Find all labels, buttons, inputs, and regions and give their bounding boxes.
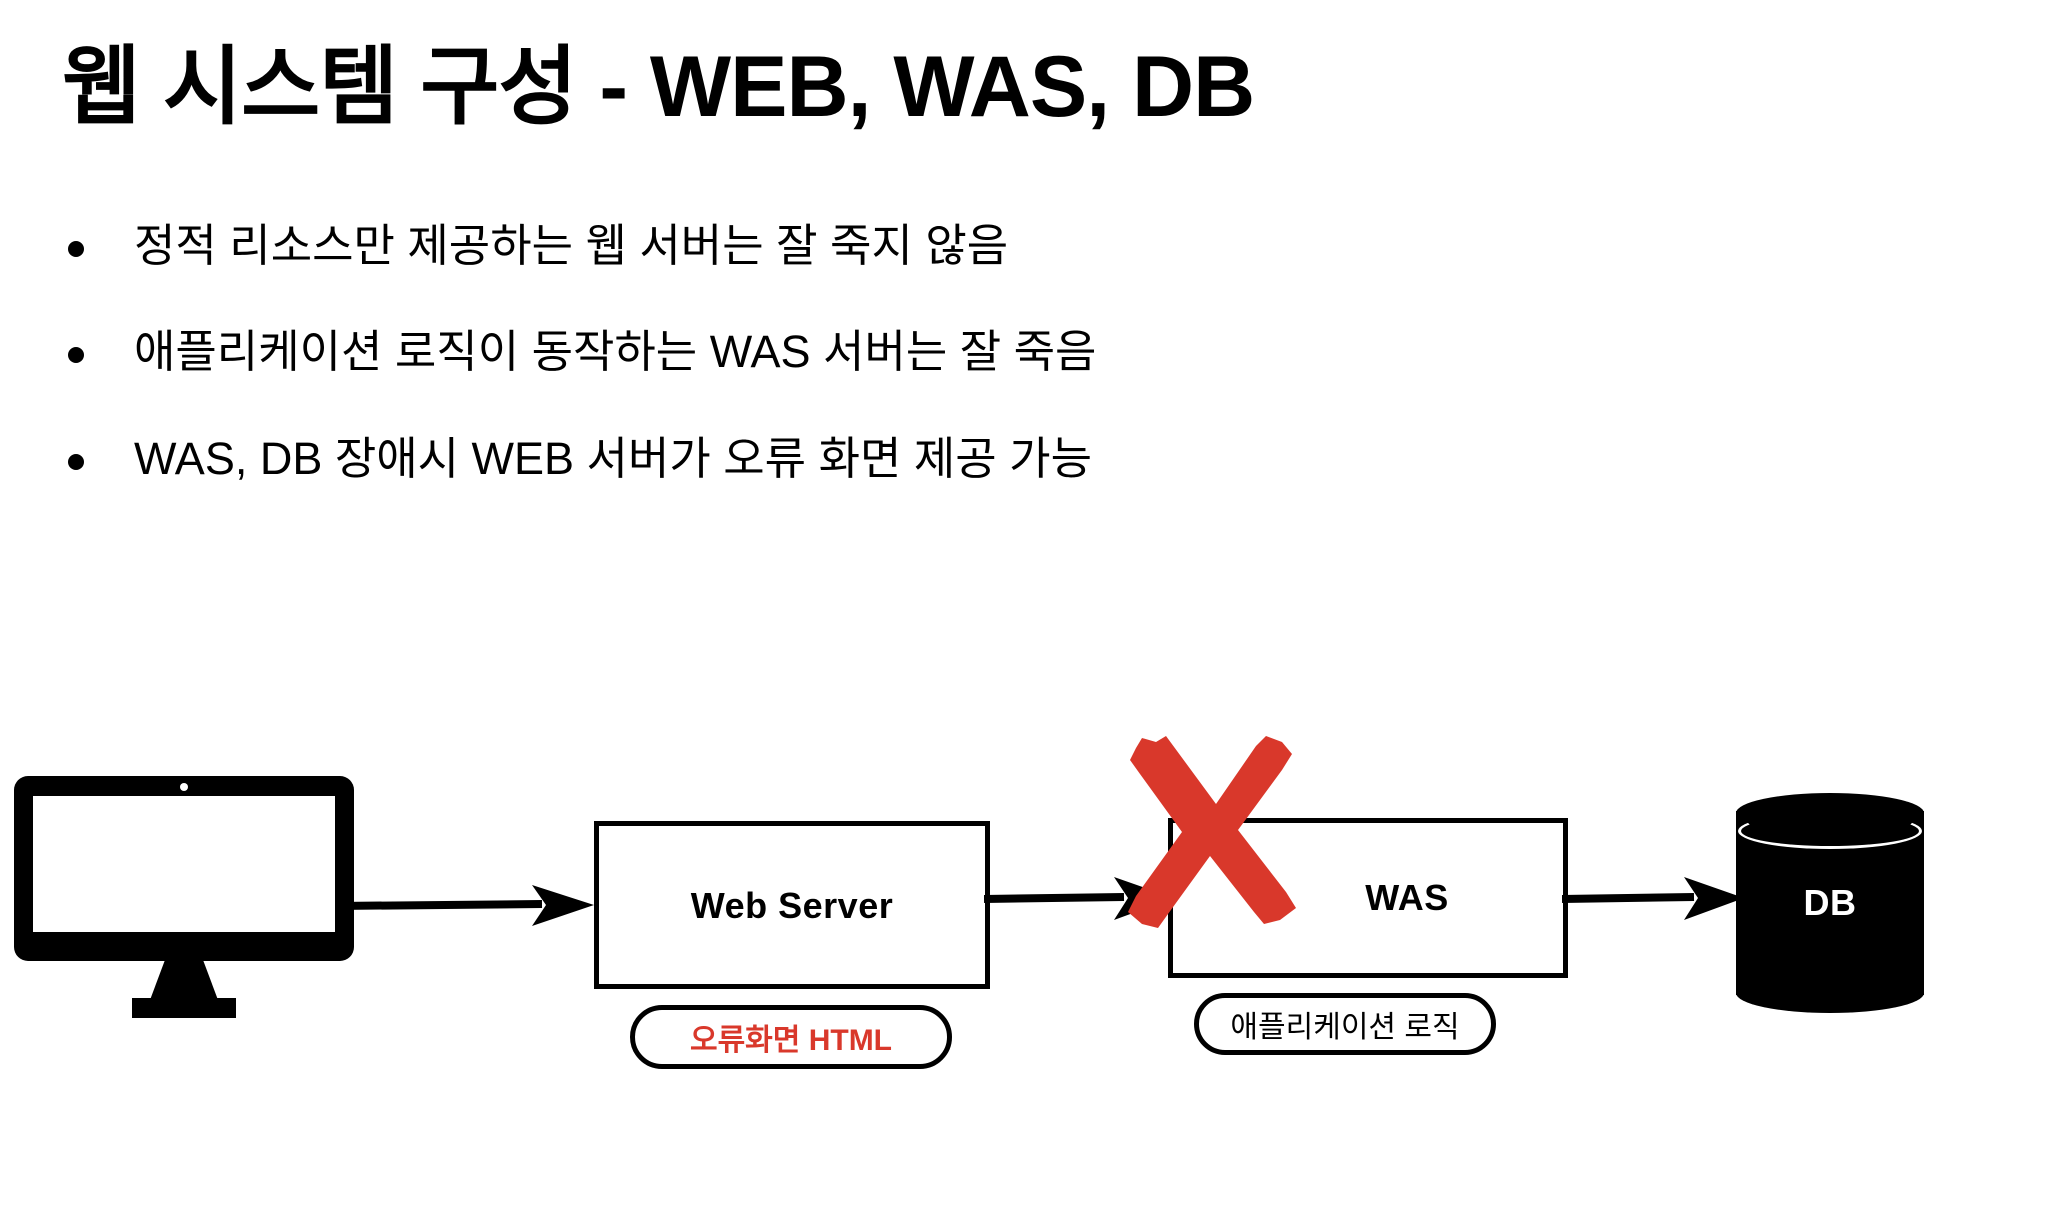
monitor-screen <box>33 796 335 932</box>
bullet-text-1: 정적 리소스만 제공하는 웹 서버는 잘 죽지 않음 <box>134 220 1009 271</box>
db-rim-highlight <box>1738 813 1922 849</box>
arrow-was-to-db <box>1562 877 1744 920</box>
bullet-text-2: 애플리케이션 로직이 동작하는 WAS 서버는 잘 죽음 <box>134 326 1097 378</box>
arrow-client-to-web-server <box>336 885 594 926</box>
application-logic-label: 애플리케이션 로직 <box>1230 1011 1460 1044</box>
web-server-box[interactable]: Web Server <box>594 821 990 989</box>
was-label: WAS <box>1365 877 1449 918</box>
monitor-stand-base <box>132 998 236 1018</box>
monitor-icon <box>14 776 354 1018</box>
application-logic-pill: 애플리케이션 로직 <box>1194 993 1496 1055</box>
bullet-list: 정적 리소스만 제공하는 웹 서버는 잘 죽지 않음 애플리케이션 로직이 동작… <box>56 218 1556 537</box>
was-label-wrap: WAS <box>1168 818 1568 978</box>
monitor-camera-dot <box>180 783 188 791</box>
monitor-stand-neck <box>150 960 218 1000</box>
web-server-label: Web Server <box>690 885 894 926</box>
db-label: DB <box>1803 882 1857 923</box>
was-box[interactable]: WAS <box>1128 736 1568 978</box>
bullet-item-3: WAS, DB 장애시 WEB 서버가 오류 화면 제공 가능 <box>56 431 1556 487</box>
db-bottom-ellipse <box>1736 973 1924 1013</box>
database-cylinder[interactable]: DB <box>1736 793 1924 1013</box>
architecture-diagram: Web Server 오류화면 HTML WAS 애플리케이션 로직 DB <box>0 736 2072 1120</box>
bullet-text-3: WAS, DB 장애시 WEB 서버가 오류 화면 제공 가능 <box>134 432 1092 484</box>
error-page-html-pill: 오류화면 HTML <box>630 1005 952 1069</box>
db-label-wrap: DB <box>1736 793 1924 1013</box>
bullet-dot-icon <box>68 347 84 364</box>
arrow-web-server-to-was <box>984 877 1174 920</box>
bullet-item-1: 정적 리소스만 제공하는 웹 서버는 잘 죽지 않음 <box>56 218 1556 274</box>
bullet-dot-icon <box>68 453 84 470</box>
page-title: 웹 시스템 구성 - WEB, WAS, DB <box>62 39 1255 135</box>
monitor-bezel <box>14 776 354 961</box>
error-page-html-label: 오류화면 HTML <box>689 1024 893 1057</box>
bullet-dot-icon <box>68 241 84 257</box>
bullet-item-2: 애플리케이션 로직이 동작하는 WAS 서버는 잘 죽음 <box>56 324 1556 380</box>
